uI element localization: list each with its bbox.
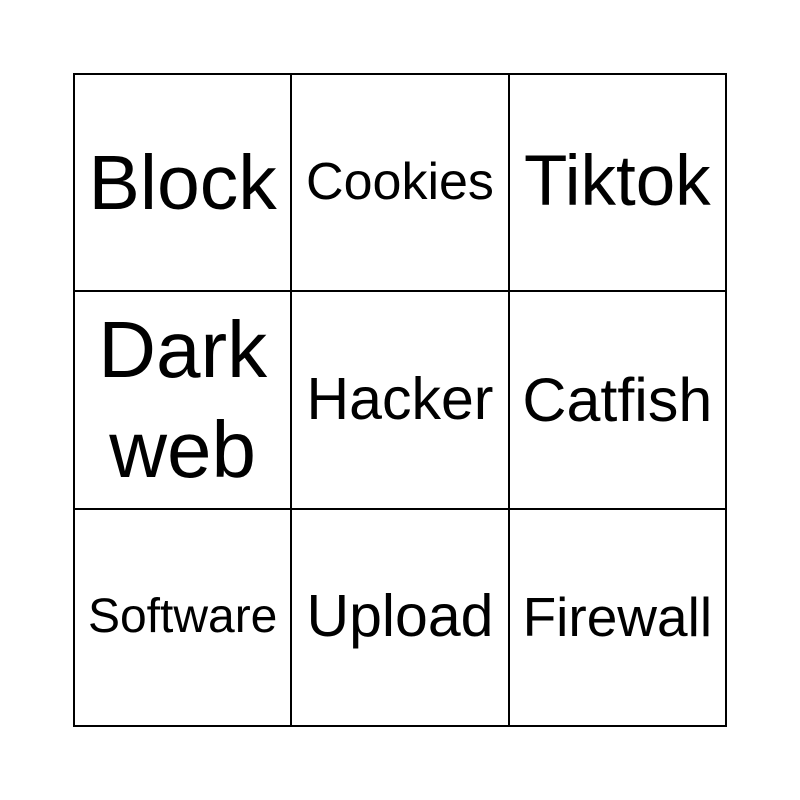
bingo-cell[interactable]: Dark web	[74, 291, 292, 509]
bingo-cell[interactable]: Catfish	[508, 291, 726, 509]
bingo-cell[interactable]: Cookies	[291, 74, 509, 292]
bingo-cell[interactable]: Tiktok	[508, 74, 726, 292]
bingo-cell[interactable]: Software	[74, 508, 292, 726]
bingo-cell[interactable]: Upload	[291, 508, 509, 726]
bingo-cell[interactable]: Firewall	[508, 508, 726, 726]
bingo-grid: Block Cookies Tiktok Dark web Hacker Cat…	[73, 73, 727, 727]
bingo-cell[interactable]: Hacker	[291, 291, 509, 509]
bingo-cell[interactable]: Block	[74, 74, 292, 292]
